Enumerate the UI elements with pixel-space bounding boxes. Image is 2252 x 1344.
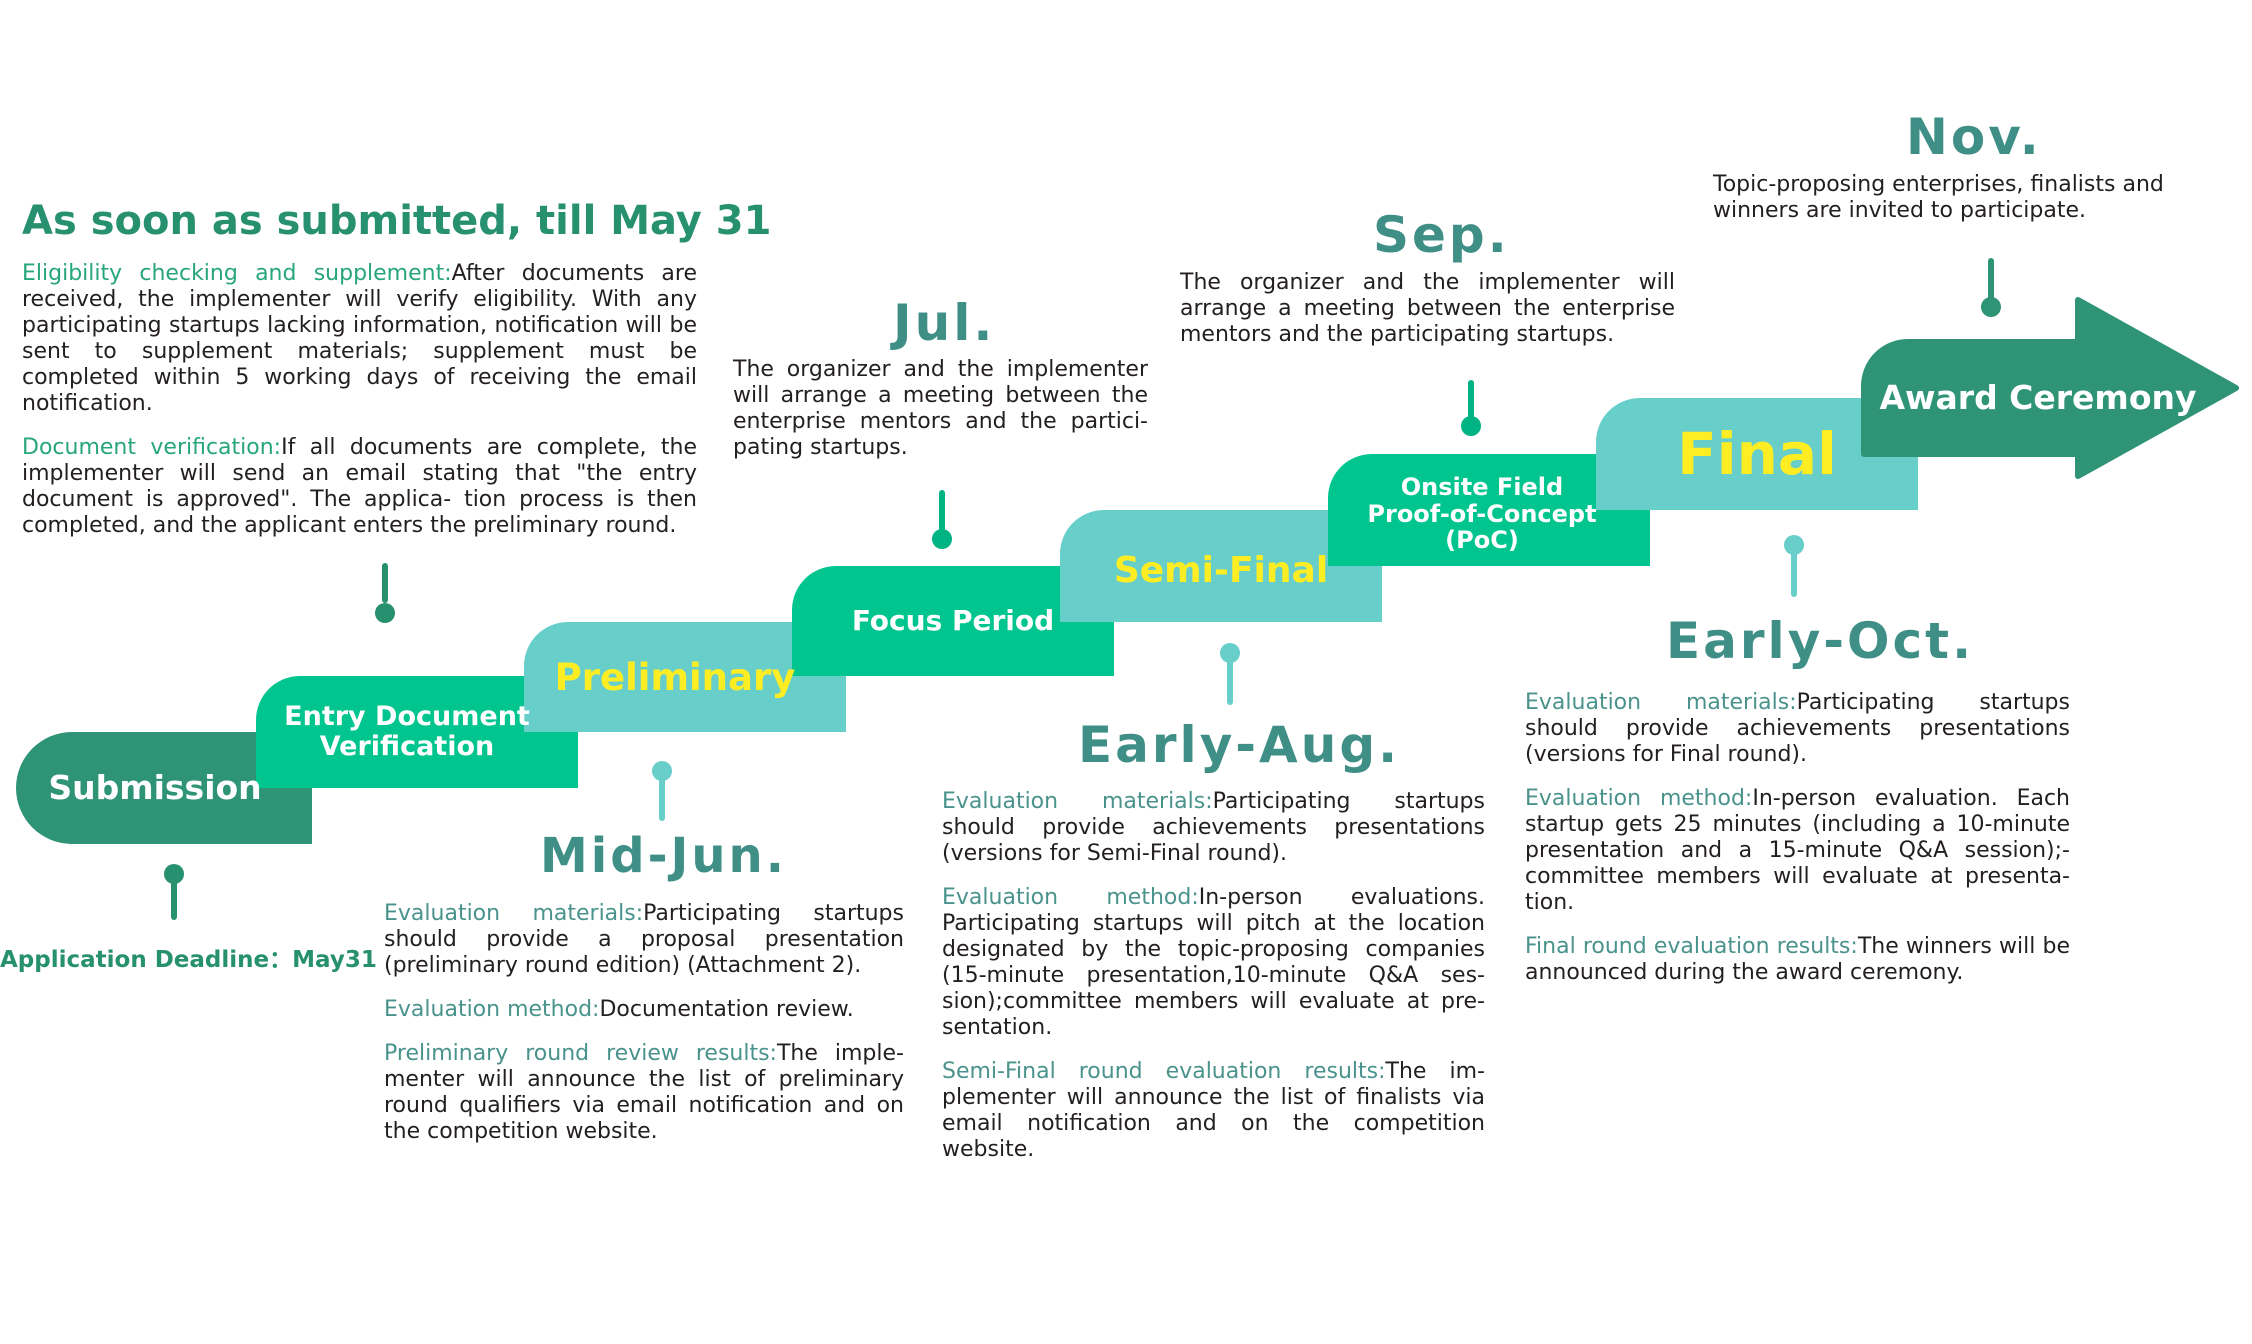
- jul-heading: Jul.: [893, 294, 996, 352]
- early-aug-text: Evaluation materials:Participating start…: [942, 789, 1485, 1181]
- early-oct-text: Evaluation materials:Participating start…: [1525, 690, 2070, 1004]
- early-aug-paragraph-3: Semi-Final round evaluation results:The …: [942, 1059, 1485, 1163]
- submitted-p1-label: Eligibility checking and supplement:: [22, 261, 452, 286]
- midjun-p2-text: Documentation review.: [599, 997, 854, 1022]
- step-onsite-label-line1: Onsite Field: [1400, 473, 1564, 502]
- step-semifinal-shape: [1060, 510, 1382, 622]
- step-submission-label: Submission: [48, 767, 262, 807]
- connector-sep-dot: [1461, 416, 1481, 436]
- step-entry-shape: [256, 676, 578, 788]
- midjun-paragraph-2: Evaluation method:Documentation review.: [384, 997, 904, 1023]
- connector-nov: [1988, 258, 1994, 302]
- early-oct-p1-text: Participating startups should provide ac…: [1525, 690, 2070, 767]
- jul-text: The organizer and the implementer will a…: [733, 357, 1148, 479]
- step-onsite-label: Onsite Field Proof-of-Concept (PoC): [1332, 466, 1632, 562]
- early-oct-p2-label: Evaluation method:: [1525, 786, 1753, 811]
- sep-text: The organizer and the implementer will a…: [1180, 270, 1675, 366]
- connector-midjun: [659, 777, 665, 821]
- step-onsite-shape: [1328, 454, 1650, 566]
- connector-aug-dot: [1220, 643, 1240, 663]
- submitted-heading: As soon as submitted, till May 31: [22, 198, 772, 244]
- connector-sep: [1468, 380, 1474, 422]
- midjun-text: Evaluation materials:Participating start…: [384, 901, 904, 1163]
- step-preliminary-shape: [524, 622, 846, 732]
- step-entry-label-line1: Entry Document: [284, 701, 530, 733]
- step-award-label: Award Ceremony: [1879, 377, 2197, 417]
- step-onsite-label-line3: (PoC): [1445, 526, 1519, 555]
- early-oct-p3-label: Final round evaluation results:: [1525, 934, 1858, 959]
- early-aug-paragraph-1: Evaluation materials:Participating start…: [942, 789, 1485, 867]
- submitted-text: Eligibility checking and supplement:Afte…: [22, 261, 697, 557]
- early-oct-paragraph-1: Evaluation materials:Participating start…: [1525, 690, 2070, 768]
- step-onsite-label-line2: Proof-of-Concept: [1367, 499, 1597, 528]
- application-deadline: Application Deadline：May31: [0, 947, 377, 973]
- midjun-paragraph-3: Preliminary round review results:The imp…: [384, 1041, 904, 1145]
- early-oct-paragraph-2: Evaluation method:In-person evaluation. …: [1525, 786, 2070, 916]
- connector-jul: [939, 490, 945, 532]
- submitted-paragraph-2: Document verification:If all documents a…: [22, 435, 697, 539]
- connector-nov-dot: [1981, 297, 2001, 317]
- early-aug-paragraph-2: Evaluation method:In-person evaluations.…: [942, 885, 1485, 1041]
- step-focus-shape: [792, 566, 1114, 676]
- nov-heading: Nov.: [1906, 108, 2042, 166]
- step-entry-label: Entry Document Verification: [262, 684, 552, 780]
- early-aug-p2-text: In-person evaluations. Participating sta…: [942, 885, 1485, 1040]
- early-aug-p1-label: Evaluation materials:: [942, 789, 1213, 814]
- connector-midjun-dot: [652, 761, 672, 781]
- step-focus-label: Focus Period: [851, 603, 1055, 637]
- midjun-paragraph-1: Evaluation materials:Participating start…: [384, 901, 904, 979]
- step-preliminary-label: Preliminary: [554, 655, 796, 699]
- midjun-p3-text: The imple- menter will announce the list…: [384, 1041, 904, 1144]
- connector-jul-dot: [932, 529, 952, 549]
- early-oct-paragraph-3: Final round evaluation results:The winne…: [1525, 934, 2070, 986]
- submitted-p1-text: After documents are received, the implem…: [22, 261, 697, 416]
- sep-heading: Sep.: [1373, 206, 1510, 264]
- midjun-p3-label: Preliminary round review results:: [384, 1041, 777, 1066]
- sep-paragraph: The organizer and the implementer will a…: [1180, 270, 1675, 347]
- early-aug-p3-label: Semi-Final round evaluation results:: [942, 1059, 1386, 1084]
- connector-submitted-dot: [375, 603, 395, 623]
- early-aug-heading: Early-Aug.: [1078, 716, 1401, 774]
- early-oct-p2-text: In-person evaluation. Each startup gets …: [1525, 786, 2070, 915]
- connector-submitted: [382, 563, 388, 603]
- step-semifinal-label: Semi-Final: [1113, 550, 1329, 592]
- connector-oct-dot: [1784, 535, 1804, 555]
- submitted-paragraph-1: Eligibility checking and supplement:Afte…: [22, 261, 697, 417]
- early-aug-p3-text: The im- plementer will announce the list…: [942, 1059, 1485, 1162]
- early-oct-heading: Early-Oct.: [1666, 612, 1975, 670]
- connector-deadline-dot: [164, 864, 184, 884]
- step-entry-label-line2: Verification: [319, 731, 495, 762]
- midjun-heading: Mid-Jun.: [540, 828, 787, 884]
- early-aug-p1-text: Participating startups should provide ac…: [942, 789, 1485, 866]
- nov-paragraph: Topic-proposing enterprises, finalists a…: [1713, 172, 2164, 223]
- early-oct-p3-text: The winners will be announced during the…: [1525, 934, 2070, 985]
- submitted-p2-text: If all documents are complete, the imple…: [22, 435, 697, 538]
- connector-deadline: [171, 880, 177, 920]
- early-aug-p2-label: Evaluation method:: [942, 885, 1199, 910]
- midjun-p2-label: Evaluation method:: [384, 997, 600, 1022]
- step-final-shape: [1596, 398, 1918, 510]
- connector-aug: [1227, 659, 1233, 705]
- step-final-label: Final: [1677, 420, 1837, 489]
- nov-text: Topic-proposing enterprises, finalists a…: [1713, 172, 2228, 242]
- early-oct-p1-label: Evaluation materials:: [1525, 690, 1797, 715]
- step-submission-shape: [16, 732, 312, 844]
- connector-oct: [1791, 551, 1797, 597]
- midjun-p1-text: Participating startups should provide a …: [384, 901, 904, 978]
- submitted-p2-label: Document verification:: [22, 435, 282, 460]
- step-award-shape: [1861, 297, 2239, 479]
- midjun-p1-label: Evaluation materials:: [384, 901, 644, 926]
- jul-paragraph: The organizer and the implementer will a…: [733, 357, 1148, 460]
